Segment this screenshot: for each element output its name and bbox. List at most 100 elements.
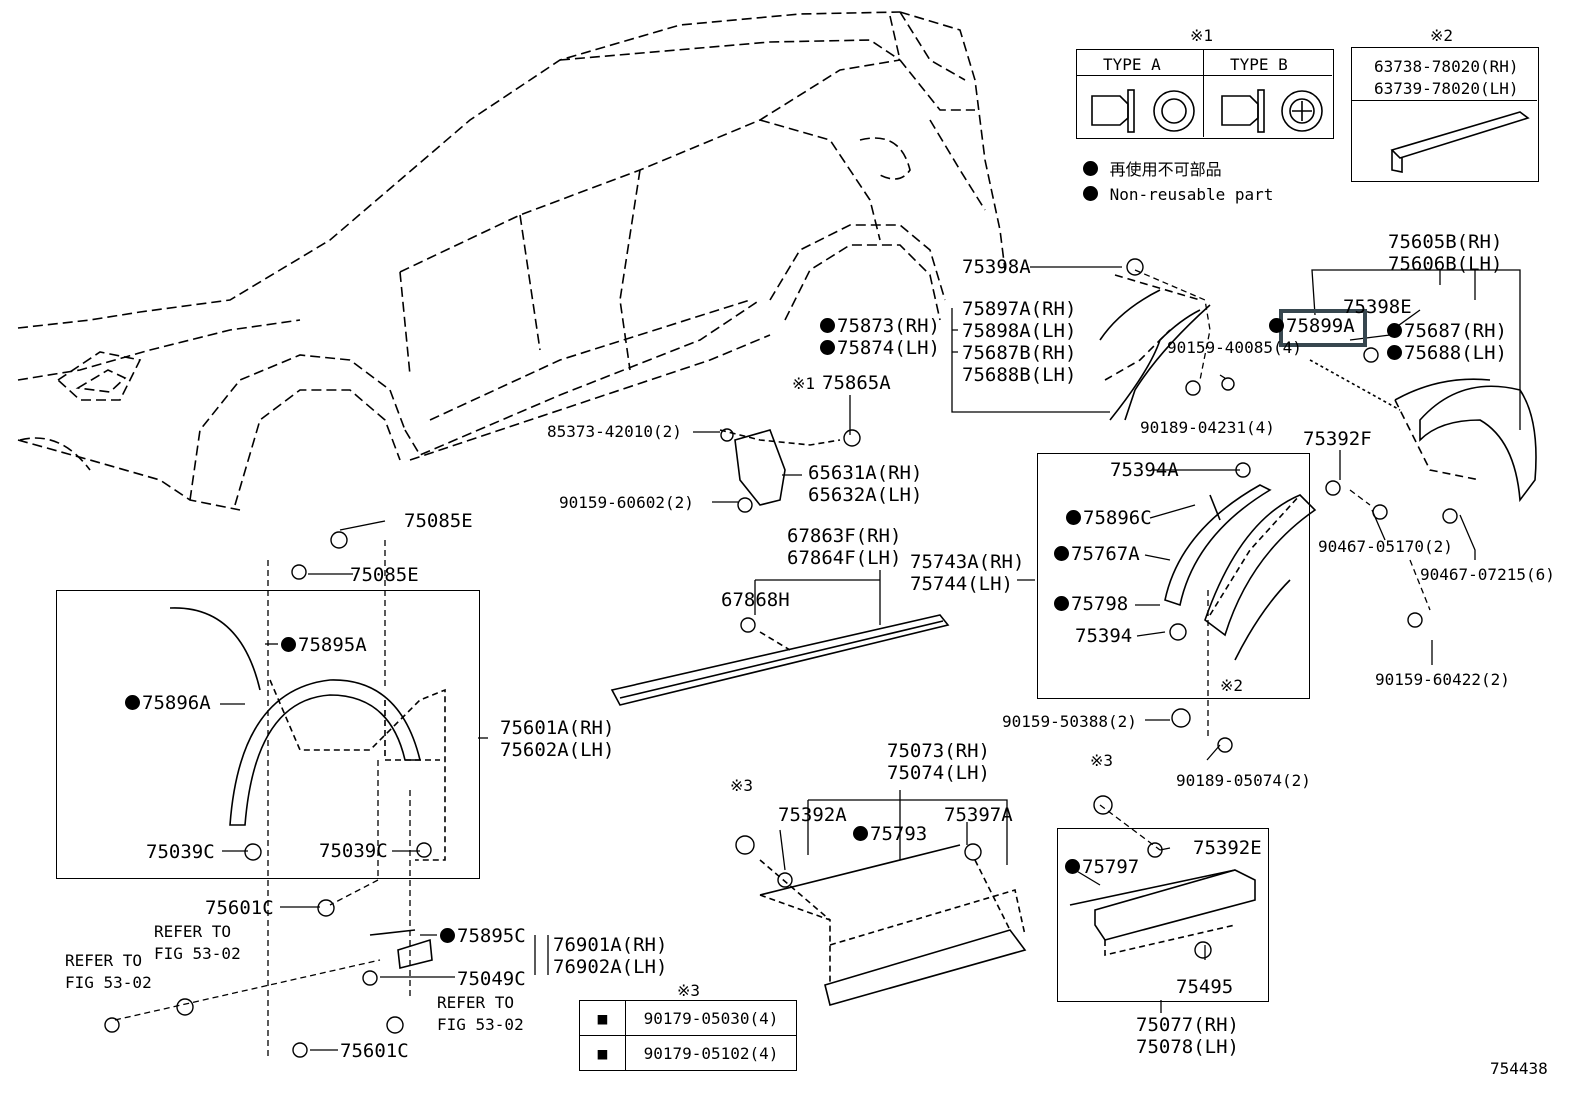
label-75743A[interactable]: 75743A(RH)	[910, 551, 1025, 573]
label-75398E[interactable]: 75398E	[1343, 296, 1412, 318]
label-75898A[interactable]: 75898A(LH)	[962, 320, 1077, 342]
non-reusable-dot-icon	[820, 340, 835, 355]
leader-lines	[220, 266, 1521, 1051]
note2-part-rh[interactable]: 63738-78020(RH)	[1374, 57, 1519, 76]
label-75049C[interactable]: 75049C	[457, 968, 526, 990]
non-reusable-dot-icon	[1269, 318, 1284, 333]
label-75606B[interactable]: 75606B(LH)	[1388, 253, 1503, 275]
note3-mark: ※3	[677, 981, 701, 1000]
label-75039C-2[interactable]: 75039C	[319, 840, 388, 862]
rocker-moulding-strip	[610, 614, 950, 706]
refer-1-line-1: REFER TO	[154, 922, 232, 941]
label-75392F[interactable]: 75392F	[1303, 428, 1372, 450]
refer-2-line-2[interactable]: FIG 53-02	[65, 973, 152, 992]
refer-1-line-2[interactable]: FIG 53-02	[154, 944, 241, 963]
label-75767A[interactable]: 75767A	[1054, 543, 1140, 565]
label-75744[interactable]: 75744(LH)	[910, 573, 1013, 595]
label-75394A[interactable]: 75394A	[1110, 459, 1179, 481]
label-90159-60602[interactable]: 90159-60602(2)	[559, 493, 694, 512]
note2-box	[1351, 47, 1539, 182]
non-reusable-dot-icon	[1387, 345, 1402, 360]
label-75392A[interactable]: 75392A	[778, 804, 847, 826]
label-75798[interactable]: 75798	[1054, 593, 1128, 615]
label-75895C[interactable]: 75895C	[440, 925, 526, 947]
label-90189-04231[interactable]: 90189-04231(4)	[1140, 418, 1275, 437]
non-reusable-dot-icon	[820, 318, 835, 333]
label-75073[interactable]: 75073(RH)	[887, 740, 990, 762]
refer-3-line-1: REFER TO	[437, 993, 515, 1012]
label-75896C[interactable]: 75896C	[1066, 507, 1152, 529]
label-75865A[interactable]: 75865A	[822, 372, 891, 394]
fender-liner-parts	[1164, 484, 1317, 661]
label-75895A[interactable]: 75895A	[281, 634, 367, 656]
label-75602A[interactable]: 75602A(LH)	[500, 739, 615, 761]
label-65631A[interactable]: 65631A(RH)	[808, 462, 923, 484]
label-65632A[interactable]: 65632A(LH)	[808, 484, 923, 506]
label-75896A[interactable]: 75896A	[125, 692, 211, 714]
non-reusable-dot-icon	[1054, 546, 1069, 561]
label-67868H[interactable]: 67868H	[721, 589, 790, 611]
clip-type-drawings	[1091, 89, 1323, 133]
label-85373-42010[interactable]: 85373-42010(2)	[547, 422, 682, 441]
label-75601C-2[interactable]: 75601C	[340, 1040, 409, 1062]
label-75688B[interactable]: 75688B(LH)	[962, 364, 1077, 386]
label-67864F[interactable]: 67864F(LH)	[787, 547, 902, 569]
label-75605B[interactable]: 75605B(RH)	[1388, 231, 1503, 253]
liner-group-box	[1037, 453, 1310, 699]
type-a-label: TYPE A	[1103, 55, 1161, 74]
label-76902A[interactable]: 76902A(LH)	[553, 956, 668, 978]
label-75078[interactable]: 75078(LH)	[1136, 1036, 1239, 1058]
legend-jp: 再使用不可部品	[1083, 160, 1222, 179]
non-reusable-dot-icon	[1083, 186, 1098, 201]
label-mark2-b: ※2	[1220, 676, 1244, 695]
label-75601A[interactable]: 75601A(RH)	[500, 717, 615, 739]
label-mark3-a: ※3	[730, 776, 754, 795]
label-90159-50388[interactable]: 90159-50388(2)	[1002, 712, 1137, 731]
label-75085E-2[interactable]: 75085E	[350, 564, 419, 586]
refer-3-line-2[interactable]: FIG 53-02	[437, 1015, 524, 1034]
label-75074[interactable]: 75074(LH)	[887, 762, 990, 784]
rear-rocker-group-box	[1057, 828, 1269, 1002]
label-75874[interactable]: 75874(LH)	[820, 337, 940, 359]
label-75085E-1[interactable]: 75085E	[404, 510, 473, 532]
label-75398A[interactable]: 75398A	[962, 256, 1031, 278]
rear-rocker-extension	[1069, 869, 1256, 957]
label-90467-05170[interactable]: 90467-05170(2)	[1318, 537, 1453, 556]
note1-mark: ※1	[1190, 26, 1214, 45]
label-90189-05074[interactable]: 90189-05074(2)	[1176, 771, 1311, 790]
label-76901A[interactable]: 76901A(RH)	[553, 934, 668, 956]
label-75394[interactable]: 75394	[1075, 625, 1133, 647]
label-75688[interactable]: 75688(LH)	[1387, 342, 1507, 364]
non-reusable-dot-icon	[1387, 323, 1402, 338]
label-67863F[interactable]: 67863F(RH)	[787, 525, 902, 547]
non-reusable-dot-icon	[1066, 510, 1081, 525]
rear-arch-parts	[1099, 274, 1537, 503]
label-90159-60422[interactable]: 90159-60422(2)	[1375, 670, 1510, 689]
label-75793[interactable]: 75793	[853, 823, 927, 845]
label-75687[interactable]: 75687(RH)	[1387, 320, 1507, 342]
label-75899A[interactable]: 75899A	[1269, 315, 1355, 337]
nut-icon: ■	[579, 1000, 626, 1036]
note1-divider	[1203, 49, 1204, 137]
non-reusable-dot-icon	[1083, 161, 1098, 176]
label-90467-07215[interactable]: 90467-07215(6)	[1420, 565, 1555, 584]
label-75077[interactable]: 75077(RH)	[1136, 1014, 1239, 1036]
label-75873[interactable]: 75873(RH)	[820, 315, 940, 337]
note3-row-2[interactable]: 90179-05102(4)	[625, 1035, 797, 1071]
note2-part-lh[interactable]: 63739-78020(LH)	[1374, 79, 1519, 98]
non-reusable-dot-icon	[1054, 596, 1069, 611]
label-75601C-1[interactable]: 75601C	[205, 897, 274, 919]
label-90159-40085[interactable]: 90159-40085(4)	[1167, 338, 1302, 357]
label-75392E[interactable]: 75392E	[1193, 837, 1262, 859]
label-75495[interactable]: 75495	[1176, 976, 1234, 998]
note3-row-1[interactable]: 90179-05030(4)	[625, 1000, 797, 1036]
legend-en: Non-reusable part	[1083, 185, 1273, 204]
label-75039C-1[interactable]: 75039C	[146, 841, 215, 863]
label-75797[interactable]: 75797	[1065, 856, 1139, 878]
note2-mark: ※2	[1430, 26, 1454, 45]
label-75397A[interactable]: 75397A	[944, 804, 1013, 826]
label-75897A[interactable]: 75897A(RH)	[962, 298, 1077, 320]
label-75687B[interactable]: 75687B(RH)	[962, 342, 1077, 364]
note2-header-line	[1351, 100, 1537, 101]
